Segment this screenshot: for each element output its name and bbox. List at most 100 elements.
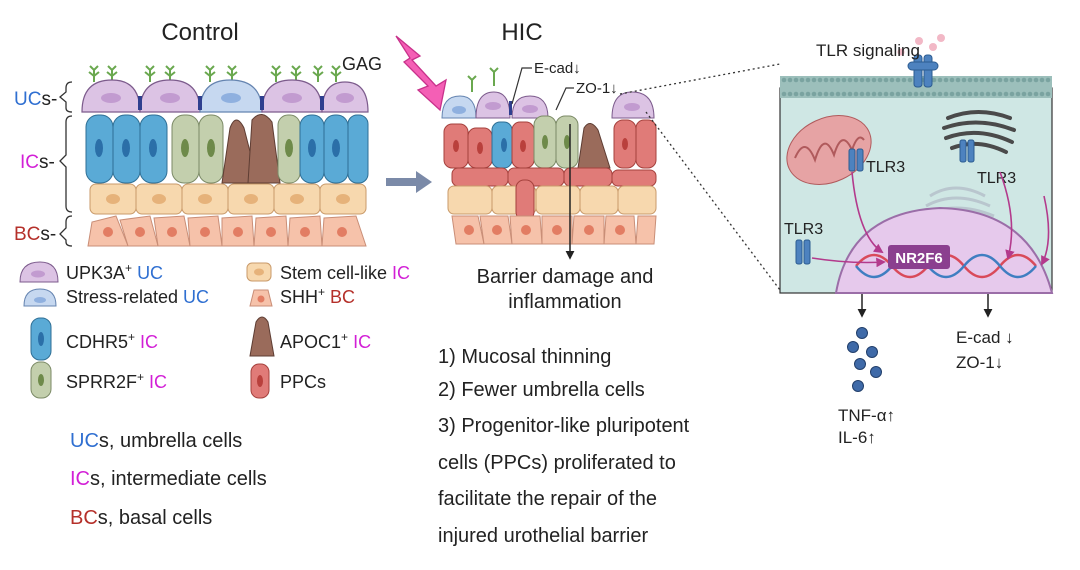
legend-marker-name: SHH — [280, 287, 318, 307]
lipid-bead — [835, 77, 841, 83]
lipid-bead — [997, 91, 1003, 97]
legend-cell-type: IC — [140, 332, 158, 352]
bcs-layer-label: BCs- — [14, 224, 56, 245]
legend-marker-name: CDHR5 — [66, 332, 128, 352]
lipid-bead — [823, 77, 829, 83]
tlr3-nuclear-icon — [795, 239, 811, 265]
lipid-bead — [859, 77, 865, 83]
tlr-signaling-label: TLR signaling — [816, 41, 920, 60]
tlr3-golgi-label: TLR3 — [977, 170, 1016, 187]
hic-umbrella-layer — [441, 91, 655, 119]
abbreviation-ic: ICs, intermediate cells — [70, 468, 267, 490]
lipid-bead — [961, 91, 967, 97]
tight-junction — [138, 96, 142, 110]
lipid-bead — [1015, 77, 1021, 83]
lipid-bead — [865, 91, 871, 97]
legend-superscript: + — [341, 330, 348, 344]
umbrella-nucleus — [221, 93, 241, 103]
lipid-bead — [937, 91, 943, 97]
legend-item-6: APOC1+ IC — [280, 330, 371, 352]
gag-sprout — [88, 65, 100, 82]
ic-nucleus — [181, 139, 189, 157]
legend-cell-type: BC — [330, 287, 355, 307]
lipid-bead — [973, 91, 979, 97]
legend-superscript: + — [318, 285, 325, 299]
finding-3b: cells (PPCs) proliferated to — [438, 452, 676, 474]
lipid-bead — [877, 91, 883, 97]
lipid-bead — [865, 77, 871, 83]
lightning-bolt-icon — [395, 35, 447, 112]
lipid-bead — [853, 91, 859, 97]
findings-list: 1) Mucosal thinning 2) Fewer umbrella ce… — [438, 346, 690, 547]
mito-to-nr2f6-arrow — [851, 171, 884, 254]
lipid-bead — [829, 91, 835, 97]
lipid-bead — [781, 91, 787, 97]
umbrella-nucleus — [282, 93, 302, 103]
umbrella-nucleus — [101, 93, 121, 103]
membrane-lipids — [781, 77, 1051, 97]
lipid-bead — [949, 77, 955, 83]
ecad-callout: E-cad↓ — [534, 60, 581, 77]
lipid-bead — [955, 77, 961, 83]
nr2f6-box — [888, 245, 950, 269]
tlr3-mito-label: TLR3 — [866, 159, 905, 176]
outcome-line-2: inflammation — [508, 291, 621, 313]
bcs-abbr: BC — [14, 224, 40, 245]
lipid-bead — [907, 77, 913, 83]
lipid-bead — [943, 91, 949, 97]
tlr3-to-nr2f6-arrow — [811, 257, 886, 268]
gag-sprout — [144, 65, 156, 82]
tlr3-nuclear-label: TLR3 — [784, 221, 823, 238]
legend-marker-name: PPCs — [280, 372, 326, 392]
abbreviation-uc: UCs, umbrella cells — [70, 430, 242, 452]
legend-cell-type: UC — [183, 287, 209, 307]
lipid-bead — [931, 91, 937, 97]
lipid-bead — [1003, 77, 1009, 83]
lipid-bead — [1009, 77, 1015, 83]
outcome-line-1: Barrier damage and — [477, 266, 654, 288]
legend-superscript: + — [137, 370, 144, 384]
legend-item-1: Stress-related UC — [66, 287, 209, 307]
intermediate-cell-layer — [85, 114, 369, 184]
lipid-bead — [1003, 91, 1009, 97]
hic-title: HIC — [501, 19, 542, 46]
lipid-bead — [943, 77, 949, 83]
lipid-bead — [793, 77, 799, 83]
legend-superscript: + — [128, 330, 135, 344]
hic-stem-layer — [447, 179, 657, 221]
lipid-bead — [799, 91, 805, 97]
er-to-nucleus-arrow — [1041, 195, 1050, 266]
legend-apoc1-icon — [249, 316, 275, 357]
legend-item-0: UPK3A+ UC — [66, 261, 163, 283]
legend — [19, 261, 275, 399]
abbreviation-bc: BCs, basal cells — [70, 507, 212, 529]
legend-item-7: PPCs — [280, 372, 326, 392]
zo1-down-label: ZO-1↓ — [956, 353, 1003, 372]
lipid-bead — [841, 91, 847, 97]
lipid-bead — [919, 91, 925, 97]
lipid-bead — [937, 77, 943, 83]
lipid-bead — [853, 77, 859, 83]
ic-nucleus — [149, 139, 157, 157]
lipid-bead — [787, 77, 793, 83]
lipid-bead — [1045, 91, 1051, 97]
ic-nucleus — [285, 139, 293, 157]
lipid-bead — [895, 91, 901, 97]
zo1-callout: ZO-1↓ — [576, 80, 618, 97]
lipid-bead — [1033, 77, 1039, 83]
ics-abbr: IC — [20, 152, 39, 173]
lipid-bead — [847, 77, 853, 83]
legend-cell-type: IC — [392, 263, 410, 283]
zoom-line-bottom — [645, 111, 781, 291]
legend-marker-name: Stress-related — [66, 287, 183, 307]
gag-sprout — [270, 65, 282, 82]
tlr3-mito-icon — [848, 148, 864, 172]
ic-nucleus — [332, 139, 340, 157]
legend-cell-type: IC — [149, 372, 167, 392]
ic-nucleus — [122, 139, 130, 157]
ucs-abbr: UC — [14, 89, 41, 110]
legend-superscript: + — [125, 261, 132, 275]
